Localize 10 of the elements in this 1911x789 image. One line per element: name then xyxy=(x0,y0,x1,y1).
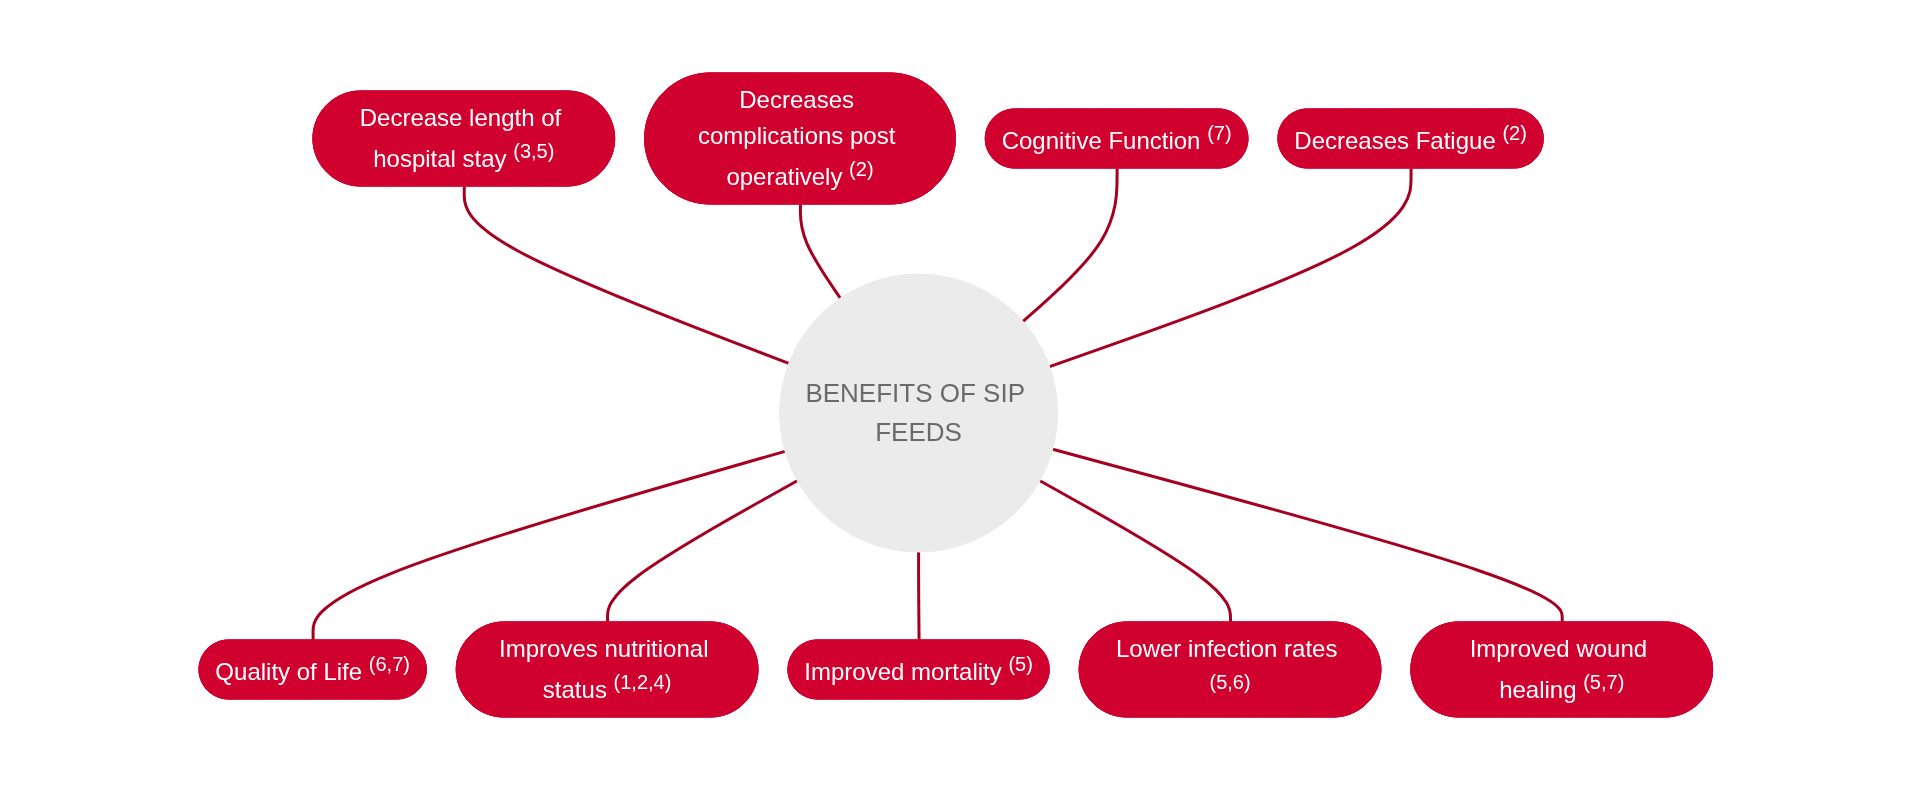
connector xyxy=(798,203,842,299)
connector xyxy=(916,551,921,640)
connector xyxy=(1048,168,1413,368)
connector xyxy=(605,478,798,622)
connector xyxy=(1038,478,1232,622)
connector xyxy=(1052,447,1564,622)
connector xyxy=(462,186,789,365)
connector xyxy=(311,449,786,640)
node-circle: BENEFITS OF SIP FEEDS xyxy=(778,273,1058,552)
connector xyxy=(1021,168,1119,322)
